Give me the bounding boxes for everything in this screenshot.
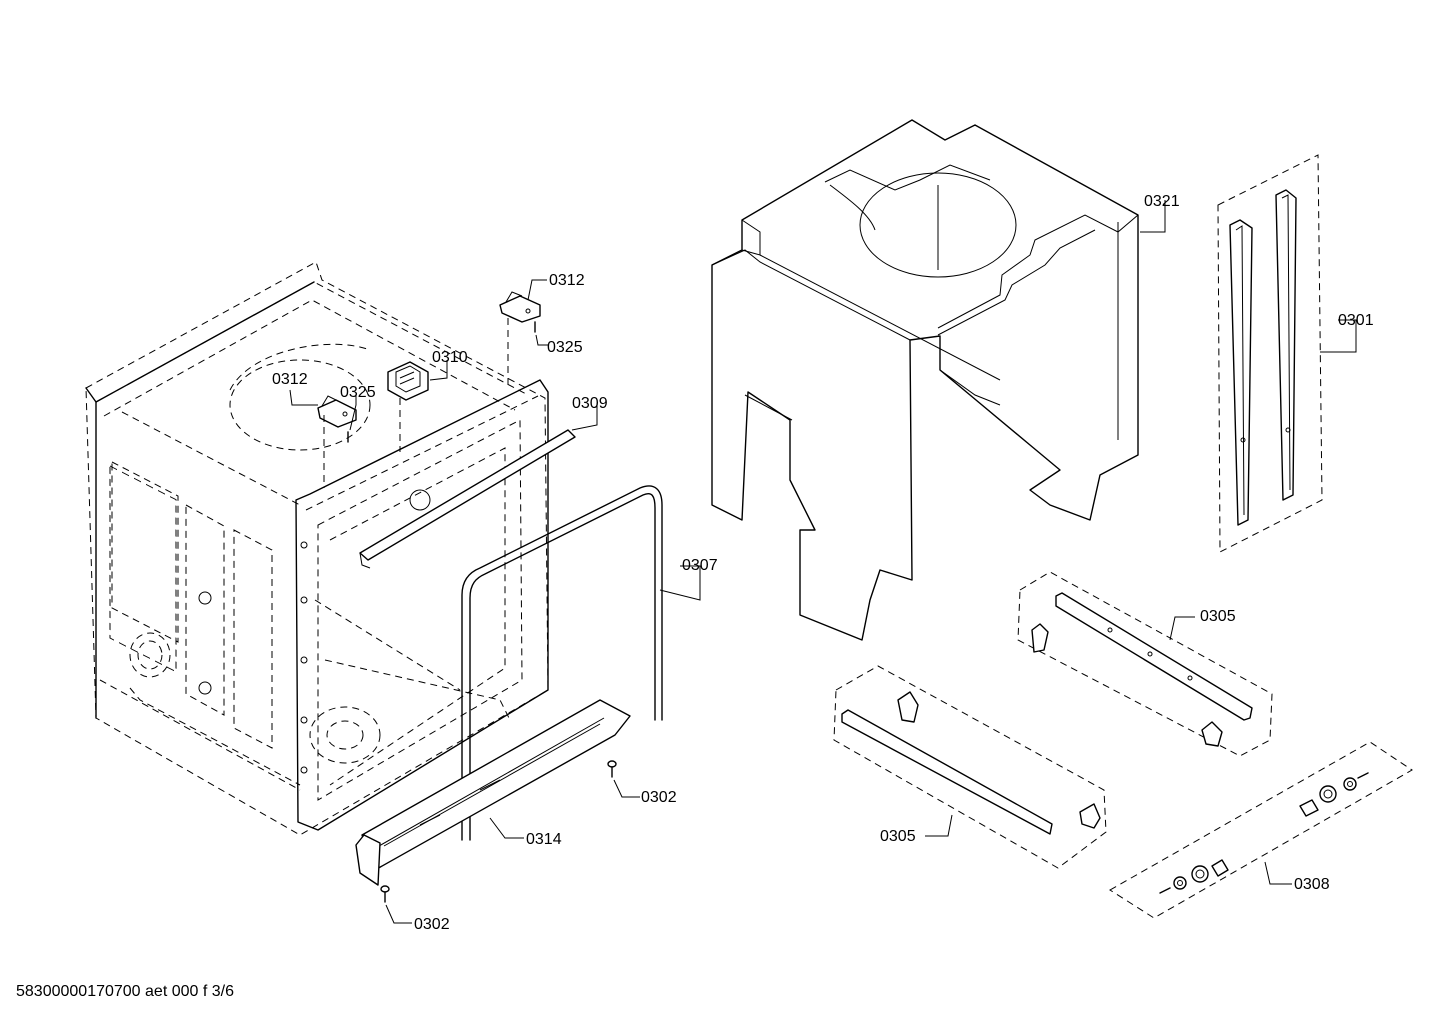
label-0309: 0309 bbox=[572, 395, 608, 412]
label-0325-right: 0325 bbox=[547, 339, 583, 356]
label-0302-right: 0302 bbox=[641, 789, 677, 806]
rail-set-0305-upper bbox=[1017, 571, 1273, 757]
label-0301: 0301 bbox=[1338, 312, 1374, 329]
rail-0309 bbox=[359, 429, 576, 569]
hinge-bracket-right bbox=[499, 291, 541, 333]
label-0312-left: 0312 bbox=[272, 371, 308, 388]
insulation-0321 bbox=[711, 119, 1139, 641]
base-strip-0314 bbox=[355, 699, 631, 886]
label-0314: 0314 bbox=[526, 831, 562, 848]
feet-kit-0308 bbox=[1109, 741, 1413, 919]
side-strips-0301 bbox=[1217, 154, 1323, 553]
screw-0302-left bbox=[380, 885, 390, 903]
label-0307: 0307 bbox=[682, 557, 718, 574]
label-0305-upper: 0305 bbox=[1200, 608, 1236, 625]
leader-lines bbox=[289, 200, 1357, 924]
label-0325-left: 0325 bbox=[340, 384, 376, 401]
label-0305-lower: 0305 bbox=[880, 828, 916, 845]
screw-0302-right bbox=[607, 760, 617, 778]
label-0321: 0321 bbox=[1144, 193, 1180, 210]
document-id: 58300000170700 aet 000 f 3/6 bbox=[16, 983, 234, 1000]
label-0312-right: 0312 bbox=[549, 272, 585, 289]
door-seal-0307 bbox=[461, 485, 663, 841]
hinge-bracket-left bbox=[317, 395, 357, 443]
hinge-0310 bbox=[387, 361, 429, 401]
label-0302-left: 0302 bbox=[414, 916, 450, 933]
label-0308: 0308 bbox=[1294, 876, 1330, 893]
rail-set-0305-lower bbox=[833, 665, 1107, 869]
part-labels: 0312 0325 0312 0325 0310 0309 0307 0314 … bbox=[272, 193, 1374, 933]
label-0310: 0310 bbox=[432, 349, 468, 366]
dishwasher-tub bbox=[85, 261, 549, 836]
